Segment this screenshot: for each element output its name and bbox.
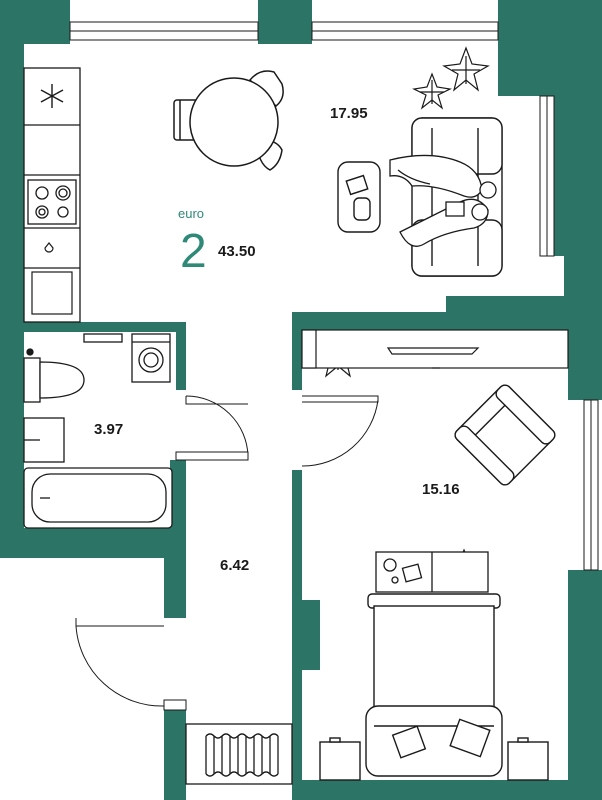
wall-top-mid xyxy=(258,0,312,44)
hallway-area: 6.42 xyxy=(220,557,250,574)
wall-bottom-right xyxy=(302,780,568,800)
door-swing-icon xyxy=(75,395,379,711)
wall-hall-bottom xyxy=(164,706,186,800)
wall-bath-left xyxy=(16,330,24,558)
stove-icon xyxy=(27,179,77,225)
wall-bed-left-stub xyxy=(302,600,320,670)
kitchen-counter xyxy=(23,67,81,323)
wall-right-bottom xyxy=(568,570,602,800)
sink-icon xyxy=(31,242,73,315)
wall-top-right xyxy=(498,0,602,44)
window-icon xyxy=(69,21,599,571)
wall-right-upper xyxy=(548,96,602,256)
wall-right-step2 xyxy=(522,44,602,96)
coffee-table-icon xyxy=(337,161,381,233)
wall-living-bed xyxy=(292,312,472,330)
wall-right-corner xyxy=(564,256,602,296)
washing-machine-icon xyxy=(131,333,171,383)
nightstand-desk xyxy=(375,551,489,593)
armchair-icon xyxy=(454,384,556,486)
bed-icon xyxy=(319,593,549,781)
radiator-icon xyxy=(185,723,293,785)
tv-icon xyxy=(301,329,569,369)
bathtub-icon xyxy=(23,467,173,529)
wall-left-upper xyxy=(0,0,24,330)
living-kitchen-area: 17.95 xyxy=(330,105,368,122)
bathroom-fixtures xyxy=(23,333,173,529)
wall-right-step xyxy=(498,44,522,96)
snowflake-icon xyxy=(40,84,64,108)
bedroom-area: 15.16 xyxy=(422,481,460,498)
wall-kitchen-bath-end xyxy=(176,322,186,390)
plan-type-label: euro xyxy=(178,206,205,221)
total-area: 43.50 xyxy=(218,243,256,260)
rooms-count: 2 xyxy=(180,225,207,278)
person-icon xyxy=(389,154,497,247)
wall-bed-left-top xyxy=(292,320,302,390)
wall-bath-bottom xyxy=(0,528,170,558)
wall-bed-left xyxy=(292,470,302,800)
dining-table-icon xyxy=(173,70,284,171)
wall-bed-top xyxy=(446,296,568,330)
wall-right-lower xyxy=(568,296,602,400)
bathroom-area: 3.97 xyxy=(94,421,124,438)
wall-hall-left xyxy=(164,528,186,618)
pillow-icon xyxy=(391,718,491,759)
wall-hall-left2 xyxy=(170,460,186,530)
wall-left-lower xyxy=(0,330,16,558)
toilet-icon xyxy=(23,357,85,403)
wall-kitchen-bath xyxy=(0,322,186,332)
